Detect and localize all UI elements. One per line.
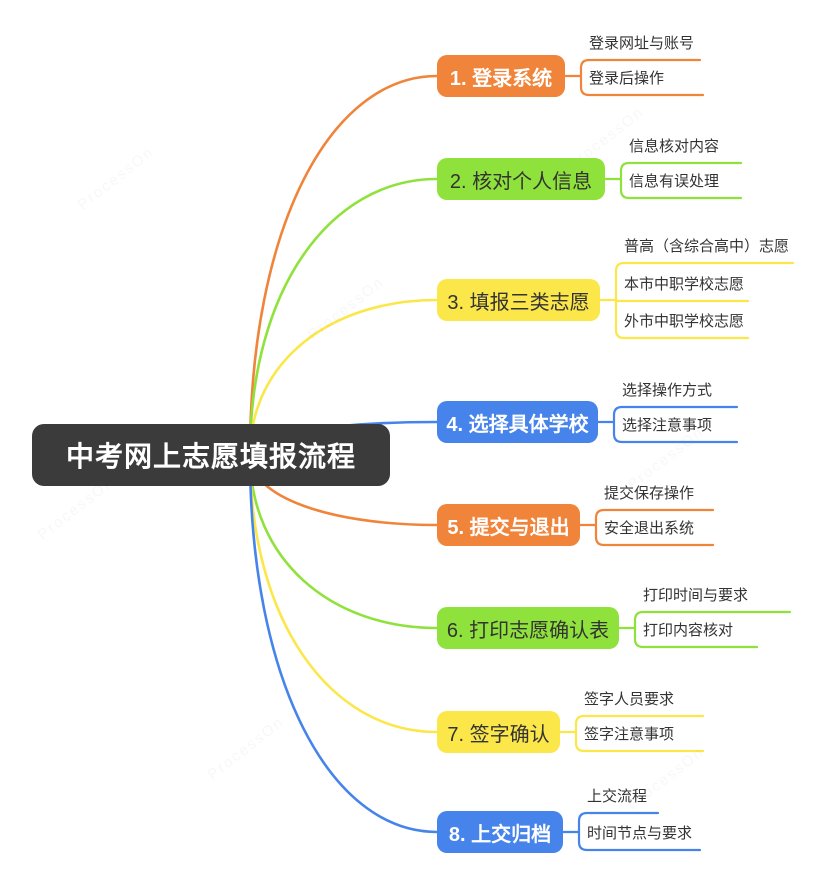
branch-node-1[interactable]: 1. 登录系统 — [437, 55, 565, 97]
subtopic-label-3-1[interactable]: 普高（含综合高中）志愿 — [624, 238, 790, 255]
branch-node-5[interactable]: 5. 提交与退出 — [437, 504, 580, 546]
subtopic-label-4-2[interactable]: 选择注意事项 — [622, 417, 713, 434]
central-topic[interactable]: 中考网上志愿填报流程 — [32, 424, 390, 486]
subtopic-label-2-1[interactable]: 信息核对内容 — [629, 138, 720, 155]
branch-node-7[interactable]: 7. 签字确认 — [437, 711, 560, 753]
connector-line — [248, 453, 439, 630]
subtopic-label-3-2[interactable]: 本市中职学校志愿 — [624, 276, 745, 293]
branch-node-8[interactable]: 8. 上交归档 — [437, 811, 563, 853]
subtopic-label-2-2[interactable]: 信息有误处理 — [629, 173, 720, 190]
subtopic-label-7-2[interactable]: 签字注意事项 — [584, 726, 675, 743]
subtopic-label-5-2[interactable]: 安全退出系统 — [604, 520, 695, 537]
subtopic-label-4-1[interactable]: 选择操作方式 — [622, 382, 713, 399]
branch-node-3[interactable]: 3. 填报三类志愿 — [437, 279, 600, 321]
branch-node-4[interactable]: 4. 选择具体学校 — [437, 401, 598, 443]
connector-line — [248, 453, 439, 734]
subtopic-label-8-1[interactable]: 上交流程 — [587, 788, 648, 805]
subtopic-label-8-2[interactable]: 时间节点与要求 — [587, 825, 693, 842]
subtopic-label-3-3[interactable]: 外市中职学校志愿 — [624, 313, 745, 330]
connector-line — [248, 453, 439, 834]
connector-line — [248, 177, 439, 457]
subtopic-label-6-2[interactable]: 打印内容核对 — [643, 622, 734, 639]
connector-line — [248, 74, 439, 457]
subtopic-label-1-2[interactable]: 登录后操作 — [589, 70, 665, 87]
connector-line — [248, 298, 439, 457]
subtopic-label-7-1[interactable]: 签字人员要求 — [584, 691, 675, 708]
subtopic-label-6-1[interactable]: 打印时间与要求 — [643, 587, 749, 604]
branch-node-6[interactable]: 6. 打印志愿确认表 — [437, 607, 619, 649]
branch-node-2[interactable]: 2. 核对个人信息 — [437, 158, 605, 200]
subtopic-label-5-1[interactable]: 提交保存操作 — [604, 485, 695, 502]
subtopic-label-1-1[interactable]: 登录网址与账号 — [589, 35, 695, 52]
